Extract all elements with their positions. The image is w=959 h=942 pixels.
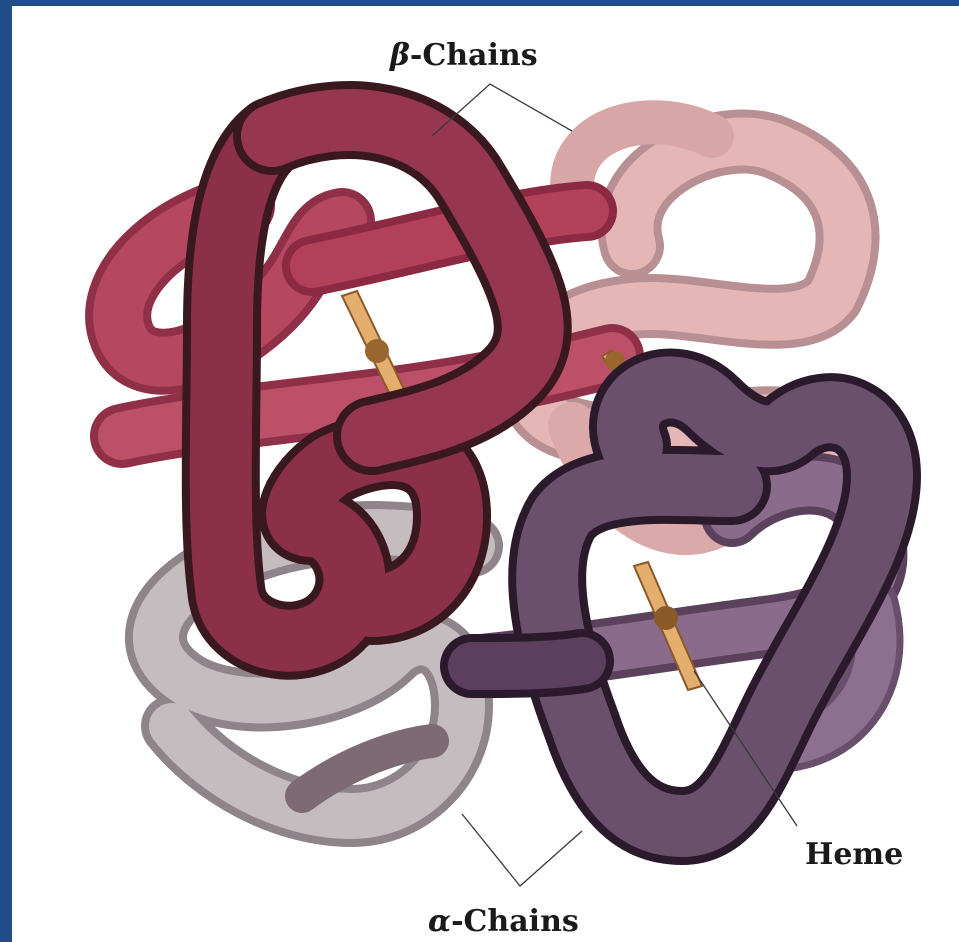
alpha-leader-line [462, 814, 582, 886]
hemoglobin-ribbon-diagram [12, 6, 959, 942]
beta-chains-label: β-Chains [390, 38, 538, 73]
heme-label: Heme [805, 837, 903, 872]
figure-frame: β-Chains α-Chains Heme [12, 6, 959, 942]
alpha-chains-label: α-Chains [428, 904, 579, 939]
